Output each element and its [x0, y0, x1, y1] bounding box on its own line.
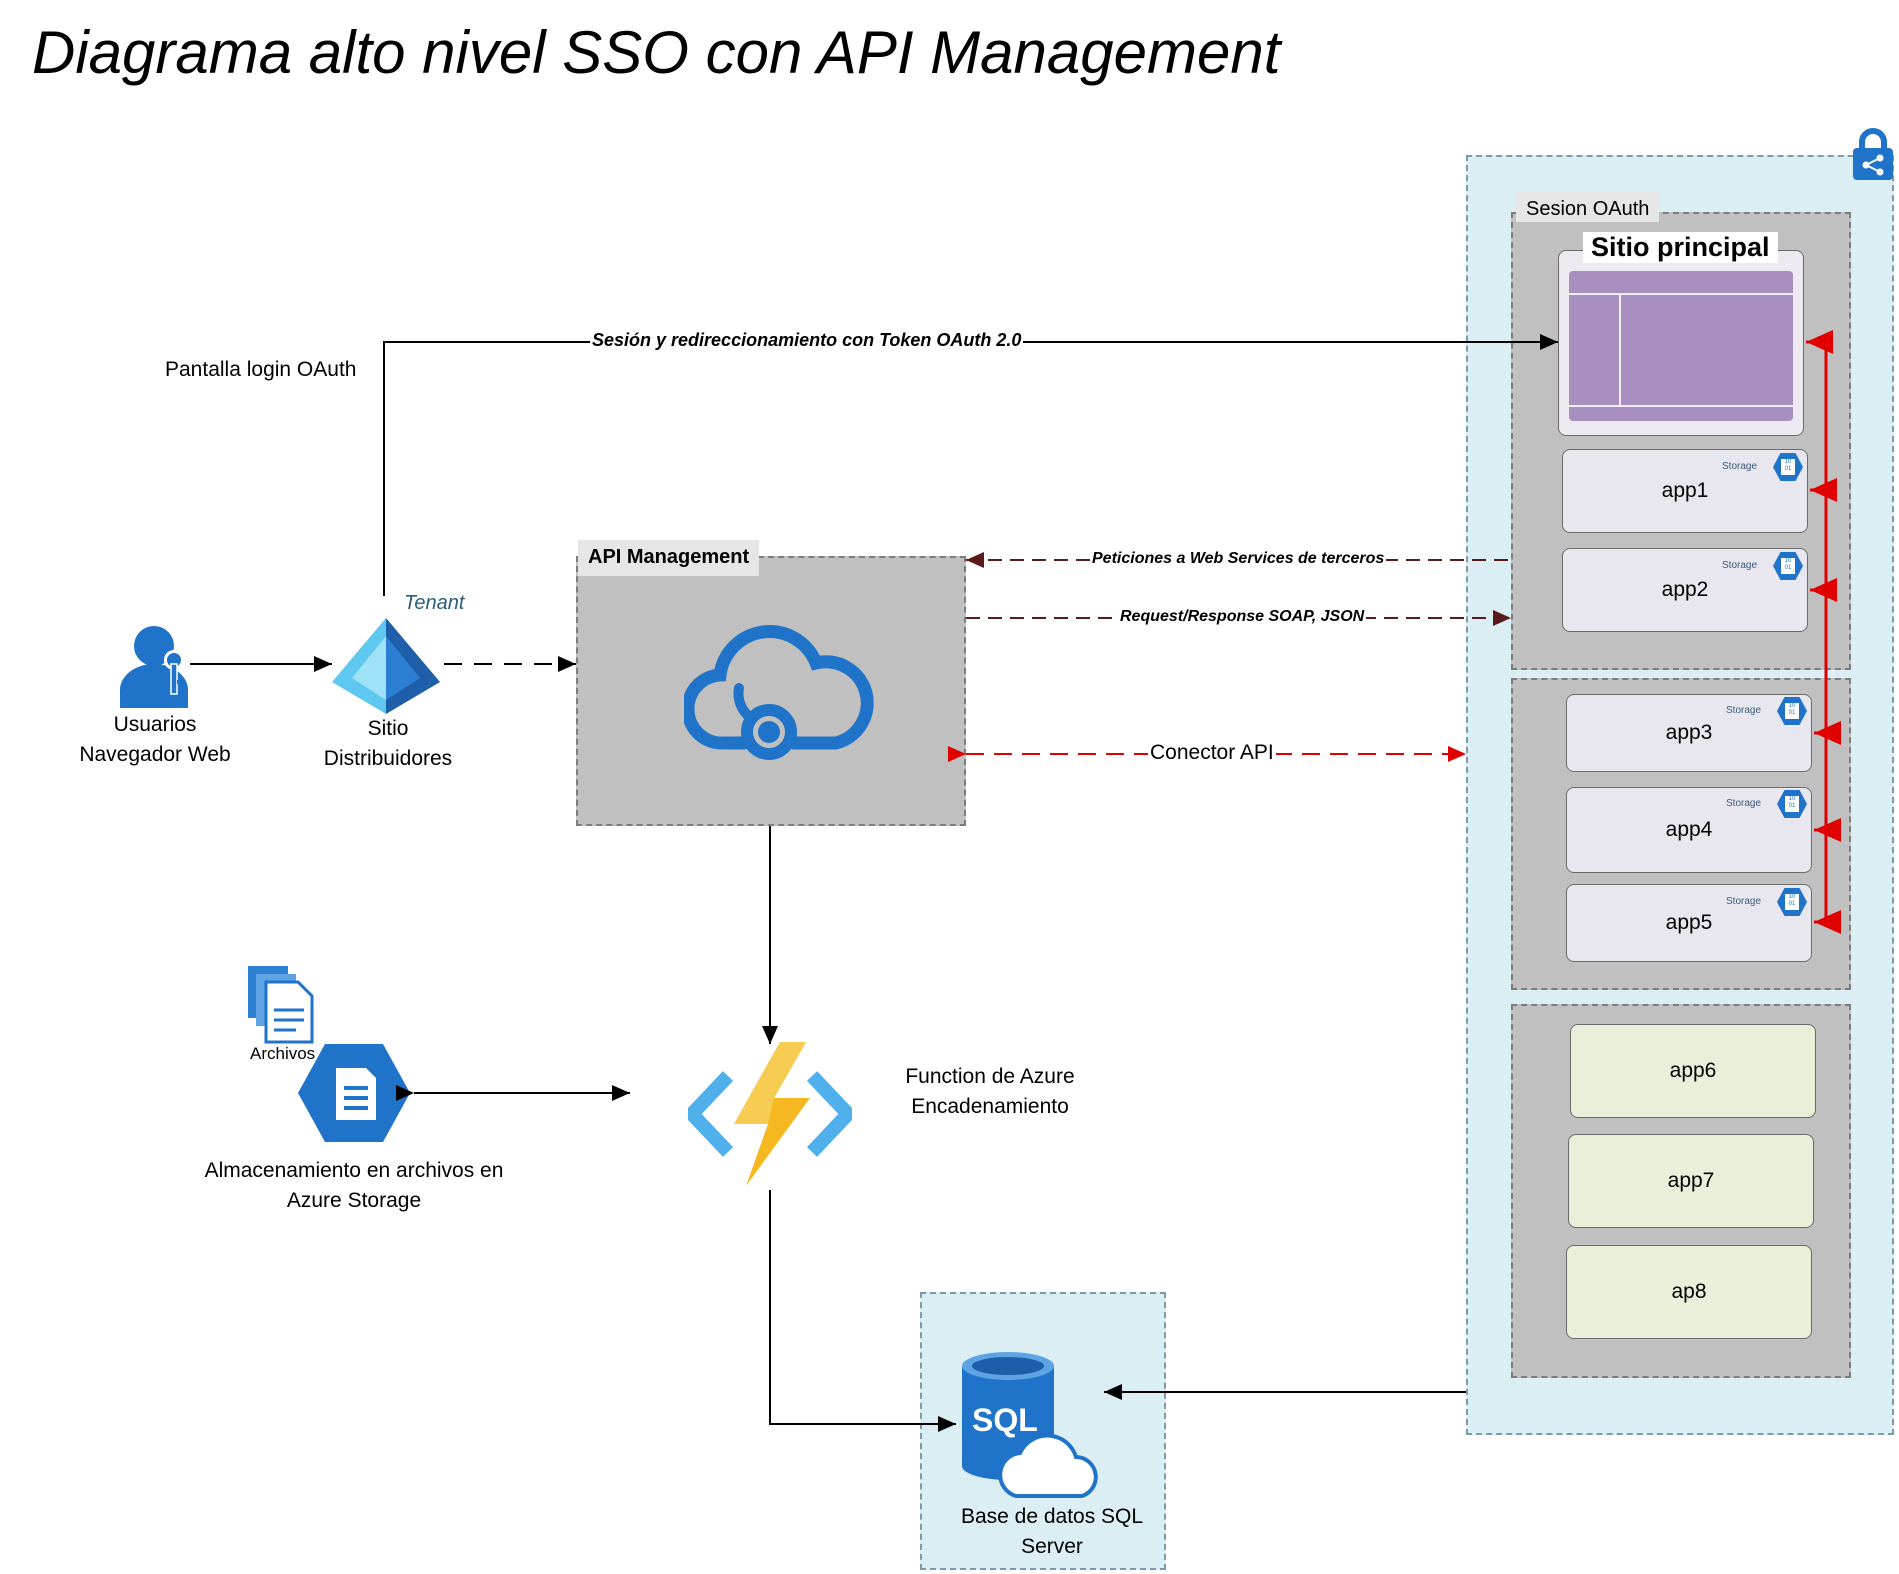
storage-tag: Storage	[1722, 560, 1758, 571]
app-card: app4	[1566, 787, 1812, 873]
app-label: app6	[1669, 1059, 1717, 1082]
users-icon	[116, 624, 196, 708]
diagram-title: Diagrama alto nivel SSO con API Manageme…	[32, 19, 1281, 86]
app-label: app2	[1661, 578, 1709, 601]
tenant-label: Tenant	[404, 592, 465, 614]
app-label: app7	[1667, 1169, 1715, 1192]
app-card: ap8	[1566, 1245, 1812, 1339]
sql-database-icon: SQL	[956, 1346, 1106, 1506]
sql-label: Base de datos SQL Server	[960, 1505, 1144, 1558]
api-management-icon	[681, 618, 874, 778]
web-services-connector-label: Peticiones a Web Services de terceros	[1090, 550, 1387, 568]
sql-badge: SQL	[972, 1402, 1038, 1438]
api-connector-label: Conector API	[1148, 741, 1276, 765]
oauth-session-tab: Sesion OAuth	[1516, 192, 1660, 222]
app-label: app4	[1665, 818, 1713, 841]
app-card: app2	[1562, 548, 1808, 632]
storage-label: Almacenamiento en archivos en Azure Stor…	[204, 1159, 504, 1212]
storage-tag: Storage	[1726, 705, 1762, 716]
storage-tag: Storage	[1726, 896, 1762, 907]
main-site-title: Sitio principal	[1583, 232, 1778, 263]
api-management-box	[576, 556, 966, 826]
azure-function-icon	[685, 1040, 855, 1188]
app-card: app3	[1566, 694, 1812, 772]
lock-share-icon	[1850, 128, 1896, 180]
main-site-window-icon	[1569, 271, 1793, 421]
app-label: app5	[1665, 911, 1713, 934]
app-label: ap8	[1671, 1280, 1707, 1303]
files-icon	[246, 964, 320, 1044]
app-card: app1	[1562, 449, 1808, 533]
sql-region	[920, 1292, 1166, 1570]
app-card: app5	[1566, 884, 1812, 962]
storage-files-icon	[296, 1042, 412, 1144]
app-label: app3	[1665, 721, 1713, 744]
login-screen-label: Pantalla login OAuth	[165, 358, 357, 381]
function-label: Function de Azure Encadenamiento	[905, 1065, 1075, 1118]
distributors-label: Sitio Distribuidores	[323, 717, 453, 770]
app-card: app7	[1568, 1134, 1814, 1228]
files-label: Archivos	[250, 1044, 316, 1063]
azure-ad-icon	[330, 616, 442, 716]
app-label: app1	[1661, 479, 1709, 502]
users-label: Usuarios Navegador Web	[79, 713, 231, 766]
api-management-tab: API Management	[578, 540, 760, 576]
app-card: app6	[1570, 1024, 1816, 1118]
request-response-connector-label: Request/Response SOAP, JSON	[1118, 608, 1367, 626]
storage-tag: Storage	[1726, 798, 1762, 809]
storage-tag: Storage	[1722, 461, 1758, 472]
token-connector-label: Sesión y redireccionamiento con Token OA…	[590, 330, 1024, 351]
